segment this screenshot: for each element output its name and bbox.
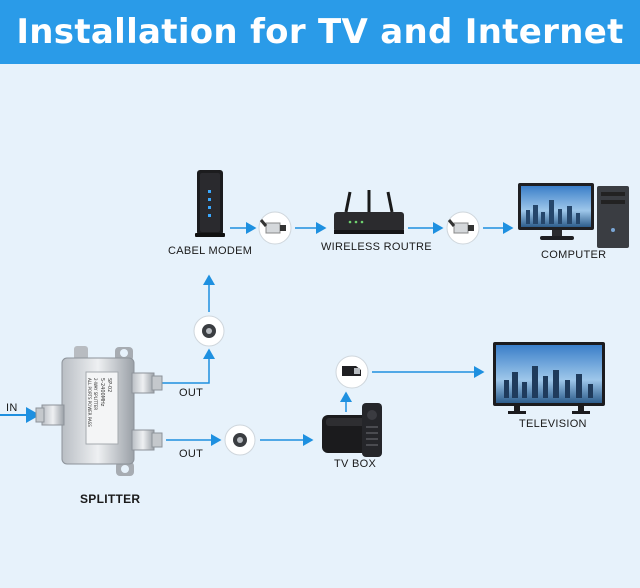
television-icon <box>493 342 605 414</box>
splitter-label: SPLITTER <box>80 492 141 506</box>
computer-icon <box>518 183 629 248</box>
router-label: WIRELESS ROUTRE <box>321 241 432 253</box>
television-label: TELEVISION <box>519 418 587 430</box>
coax-connector-icon <box>193 315 225 347</box>
computer-label: COMPUTER <box>541 249 607 261</box>
cable-modem-icon <box>195 170 225 237</box>
coax-connector-icon <box>224 424 256 456</box>
in-label: IN <box>6 402 18 414</box>
tv-box-icon <box>322 403 382 457</box>
title-banner: Installation for TV and Internet <box>0 0 640 64</box>
out-top-label: OUT <box>179 387 204 399</box>
splitter-icon <box>35 346 163 476</box>
hdmi-connector-icon <box>335 355 369 389</box>
splitter-line2: ALL PORTS POWER PASS <box>87 378 92 427</box>
ethernet-connector-icon <box>446 211 480 245</box>
wireless-router-icon <box>334 190 404 234</box>
tv-box-label: TV BOX <box>334 458 377 470</box>
out-bottom-label: OUT <box>179 448 204 460</box>
ethernet-connector-icon <box>258 211 292 245</box>
splitter-model: SP-02 <box>106 378 112 392</box>
modem-label: CABEL MODEM <box>168 245 253 257</box>
splitter-freq: 5-2400MHz <box>99 378 105 407</box>
page-title: Installation for TV and Internet <box>16 12 624 52</box>
splitter-print: SP-02 5-2400MHz 2-WAY SPLITTER ALL PORTS… <box>87 378 112 427</box>
arrow-out-top-to-connector <box>162 348 215 384</box>
splitter-line1: 2-WAY SPLITTER <box>93 378 98 410</box>
